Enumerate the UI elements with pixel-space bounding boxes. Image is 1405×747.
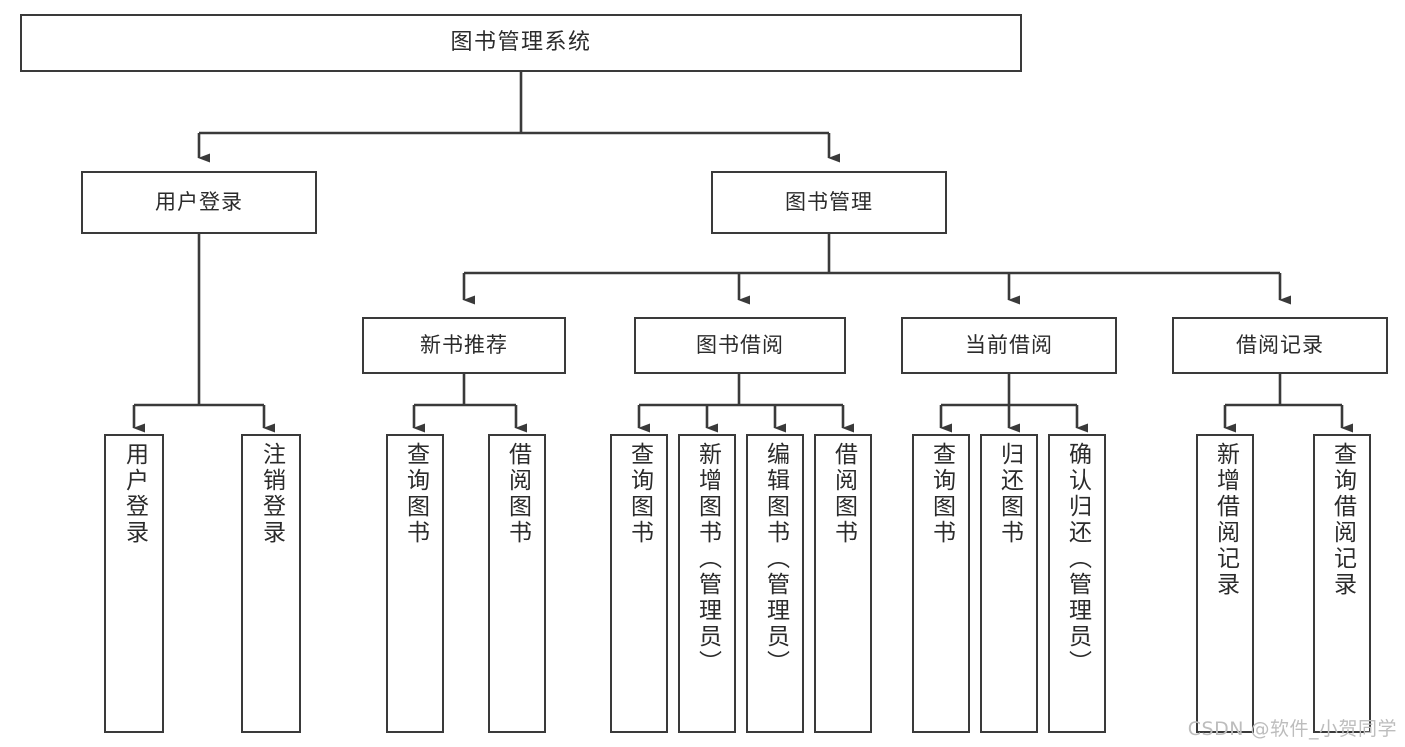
leaf-borrow-record-add[interactable]: 新增借阅记录 xyxy=(1196,434,1254,733)
node-borrow-record[interactable]: 借阅记录 xyxy=(1172,317,1388,374)
node-label: 借阅图书 xyxy=(830,442,857,546)
node-label: 注销登录 xyxy=(258,442,285,546)
node-label: 用户登录 xyxy=(155,189,243,214)
node-label: 查询图书 xyxy=(402,442,429,546)
node-label: 查询图书 xyxy=(928,442,955,546)
node-label: 新增图书（管理员） xyxy=(694,442,721,676)
leaf-current-borrow-query[interactable]: 查询图书 xyxy=(912,434,970,733)
node-label: 图书管理系统 xyxy=(450,29,592,55)
node-label: 确认归还（管理员） xyxy=(1064,442,1091,676)
leaf-borrow-record-query[interactable]: 查询借阅记录 xyxy=(1313,434,1371,733)
node-label: 新增借阅记录 xyxy=(1212,442,1239,598)
node-label: 借阅图书 xyxy=(504,442,531,546)
watermark: CSDN @软件_小贺同学 xyxy=(1187,718,1397,740)
node-label: 查询借阅记录 xyxy=(1329,442,1356,598)
leaf-current-borrow-return[interactable]: 归还图书 xyxy=(980,434,1038,733)
node-root-system[interactable]: 图书管理系统 xyxy=(20,14,1022,72)
node-label: 当前借阅 xyxy=(965,332,1053,357)
node-current-borrow[interactable]: 当前借阅 xyxy=(901,317,1117,374)
node-label: 归还图书 xyxy=(996,442,1023,546)
node-new-book-recommend[interactable]: 新书推荐 xyxy=(362,317,566,374)
node-user-login[interactable]: 用户登录 xyxy=(81,171,317,234)
node-label: 用户登录 xyxy=(121,442,148,546)
node-label: 查询图书 xyxy=(626,442,653,546)
node-label: 编辑图书（管理员） xyxy=(762,442,789,676)
leaf-user-login-login[interactable]: 用户登录 xyxy=(104,434,164,733)
node-book-borrow[interactable]: 图书借阅 xyxy=(634,317,846,374)
leaf-book-borrow-edit[interactable]: 编辑图书（管理员） xyxy=(746,434,804,733)
leaf-new-book-borrow[interactable]: 借阅图书 xyxy=(488,434,546,733)
node-label: 新书推荐 xyxy=(420,332,508,357)
leaf-current-borrow-confirm-return[interactable]: 确认归还（管理员） xyxy=(1048,434,1106,733)
node-label: 图书借阅 xyxy=(696,332,784,357)
node-book-management[interactable]: 图书管理 xyxy=(711,171,947,234)
leaf-new-book-query[interactable]: 查询图书 xyxy=(386,434,444,733)
leaf-book-borrow-query[interactable]: 查询图书 xyxy=(610,434,668,733)
leaf-user-login-logout[interactable]: 注销登录 xyxy=(241,434,301,733)
leaf-book-borrow-add[interactable]: 新增图书（管理员） xyxy=(678,434,736,733)
leaf-book-borrow-borrow[interactable]: 借阅图书 xyxy=(814,434,872,733)
node-label: 借阅记录 xyxy=(1236,332,1324,357)
node-label: 图书管理 xyxy=(785,189,873,214)
